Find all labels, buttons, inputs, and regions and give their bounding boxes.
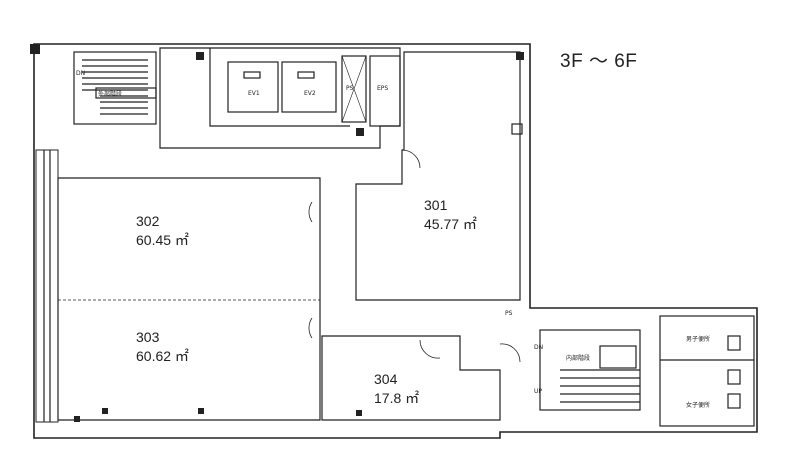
mens-restroom-label: 男子便所	[686, 336, 711, 343]
room-304-label: 304 17.8 ㎡	[374, 370, 419, 408]
eps-label: EPS	[377, 85, 389, 92]
internal-dn-label: DN	[534, 344, 544, 351]
ev1-shaft	[227, 61, 279, 113]
womens-restroom-label: 女子便所	[686, 402, 711, 409]
room-302-number: 302	[136, 213, 160, 229]
ev2-label: EV2	[304, 90, 316, 97]
room-301-label: 301 45.77 ㎡	[424, 196, 477, 234]
room-302-area: 60.45 ㎡	[136, 232, 189, 248]
restroom-block	[659, 315, 755, 427]
external-dn-label: DN	[76, 70, 86, 77]
ps-small-label: PS	[505, 310, 513, 317]
outer-wall	[33, 43, 758, 439]
room-304-area: 17.8 ㎡	[374, 390, 420, 406]
room-301-number: 301	[424, 197, 448, 213]
room-304-number: 304	[374, 371, 398, 387]
room-303-area: 60.62 ㎡	[136, 348, 189, 364]
room-301-area: 45.77 ㎡	[424, 216, 477, 232]
left-balcony-wall	[35, 149, 59, 423]
room-303-label: 303 60.62 ㎡	[136, 328, 189, 366]
ps-shaft	[341, 55, 367, 123]
internal-up-label: UP	[534, 388, 543, 395]
internal-stairs-label: 内部階段	[566, 355, 591, 362]
ev1-label: EV1	[248, 90, 260, 97]
ps-label: PS	[346, 85, 354, 92]
external-stairs-label: 外部階段	[98, 91, 123, 98]
room-303-number: 303	[136, 329, 160, 345]
room-302-303-wall	[57, 177, 321, 421]
floor-range-label: 3F ～ 6F	[560, 51, 638, 72]
room-302-label: 302 60.45 ㎡	[136, 212, 189, 250]
ev2-shaft	[281, 61, 337, 113]
room-304-wall	[321, 335, 501, 421]
